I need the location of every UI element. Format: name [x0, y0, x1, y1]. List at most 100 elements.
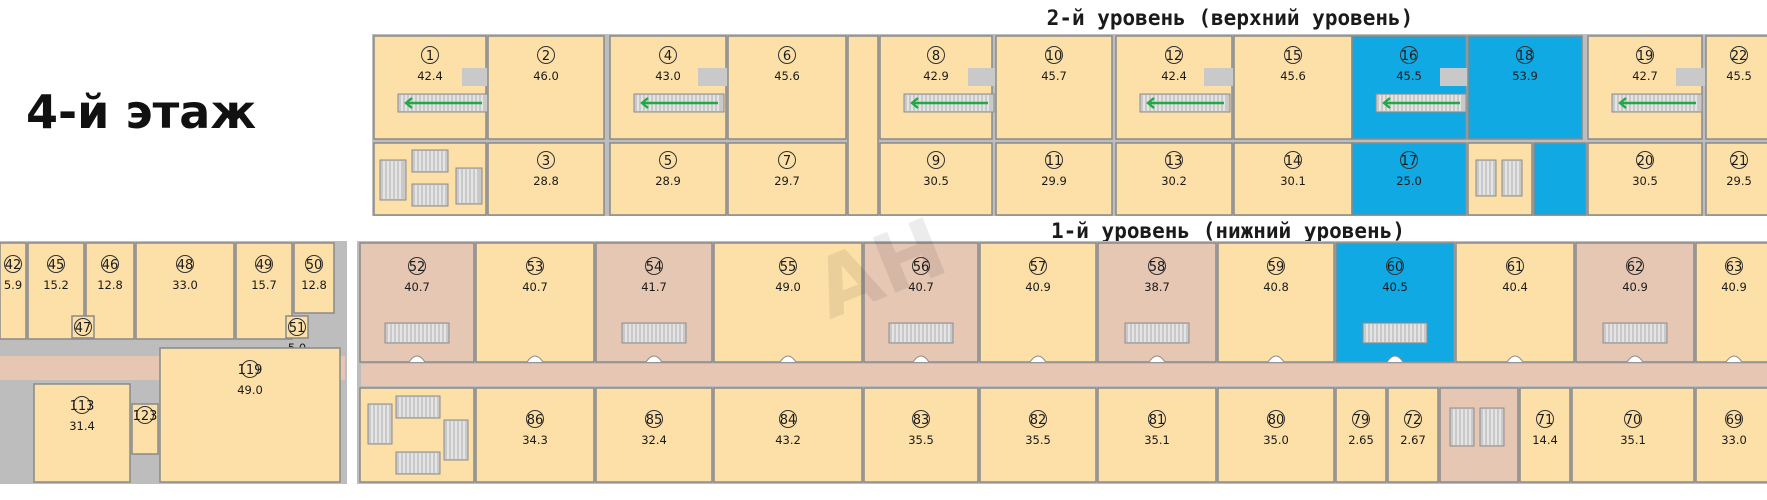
room-area: [131, 403, 159, 455]
room-number: 19: [1637, 49, 1654, 64]
room-area-value: 28.8: [533, 174, 559, 188]
room-number-badge: [1148, 410, 1166, 428]
room-number: 10: [1046, 49, 1063, 64]
room-number-badge: [927, 151, 945, 169]
stair-arrow-icon: [640, 97, 718, 109]
room-10[interactable]: 10 45.7: [995, 35, 1113, 140]
room-number-badge: [1045, 46, 1063, 64]
room-51[interactable]: 515.0: [285, 315, 309, 355]
room-area-value: 2.65: [1348, 433, 1374, 447]
room-2[interactable]: 246.0: [487, 35, 605, 140]
room-area-value: 30.2: [1161, 174, 1187, 188]
room-number-badge: [47, 255, 65, 273]
room-6[interactable]: 645.6: [727, 35, 847, 140]
room-number-badge: [1284, 151, 1302, 169]
room-area-value: 43.0: [655, 69, 681, 83]
room-number: 8: [932, 49, 940, 64]
room-area: [1705, 142, 1767, 216]
room-number-badge: [1624, 410, 1642, 428]
room-number-badge: [537, 151, 555, 169]
room-number-badge: [101, 255, 119, 273]
room-1[interactable]: 142.4: [373, 35, 502, 140]
door: [1626, 355, 1644, 363]
room-area-value: 53.9: [1512, 69, 1538, 83]
room-5[interactable]: 528.9: [609, 142, 727, 216]
room-area-value: 25.0: [1396, 174, 1422, 188]
room-42[interactable]: 425.9: [0, 242, 27, 340]
room-number-badge: [537, 46, 555, 64]
room-area: [0, 242, 27, 340]
room-72[interactable]: 722.67: [1387, 387, 1439, 483]
door: [779, 355, 797, 363]
room-area: [373, 35, 487, 140]
room-47[interactable]: 47: [71, 315, 95, 339]
room-number: 53: [527, 260, 544, 275]
room-number: 48: [177, 258, 194, 273]
room-area: [1351, 142, 1467, 216]
room-123[interactable]: 123: [131, 403, 159, 455]
room-79[interactable]: 792.65: [1335, 387, 1387, 483]
room-area-value: 30.1: [1280, 174, 1306, 188]
room-area-value: 43.2: [775, 433, 801, 447]
room-3[interactable]: 328.8: [487, 142, 605, 216]
room-7[interactable]: 729.7: [727, 142, 847, 216]
room-4[interactable]: 443.0: [609, 35, 738, 140]
stair-arrow-icon: [1618, 97, 1696, 109]
room-number: 5: [664, 154, 672, 169]
room-area: [1217, 242, 1335, 363]
room-8[interactable]: 842.9: [879, 35, 1008, 140]
room-9[interactable]: 930.5: [879, 142, 993, 216]
room-number-badge: [778, 151, 796, 169]
room-number: 84: [780, 413, 797, 428]
room-number: 11: [1046, 154, 1063, 169]
room-area: [727, 35, 847, 140]
room-84[interactable]: 84 43.2: [713, 387, 863, 483]
stair-cell-lower: [1439, 387, 1519, 483]
room-area: [1467, 35, 1583, 140]
room-area-value: 35.5: [1025, 433, 1051, 447]
room-area: [1233, 142, 1353, 216]
room-area: [1097, 387, 1217, 483]
room-area-value: 45.7: [1041, 69, 1067, 83]
room-number: 50: [306, 258, 323, 273]
door: [645, 355, 663, 363]
